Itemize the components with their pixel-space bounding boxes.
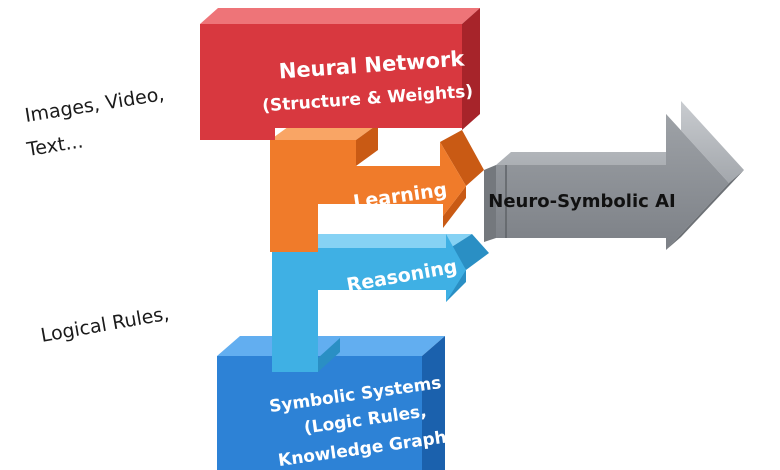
learning-block: Learning: [270, 124, 484, 252]
inputs-annotation-line1: Images, Video,: [23, 83, 165, 127]
neuro-symbolic-ai-label: Neuro-Symbolic AI: [488, 191, 675, 212]
neural-network-block: Neural Network (Structure & Weights): [200, 8, 480, 140]
neuro-symbolic-ai-arrow: Neuro-Symbolic AI: [484, 101, 744, 250]
inputs-annotation-line2: Text...: [24, 130, 84, 161]
symbolic-systems-block: Symbolic Systems (Logic Rules, Knowledge…: [217, 336, 466, 470]
reasoning-block: Reasoning: [272, 234, 489, 372]
rules-annotation: Logical Rules,: [39, 303, 171, 347]
